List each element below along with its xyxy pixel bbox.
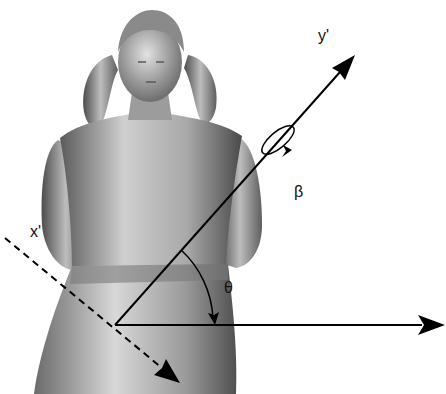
axis-label: x' <box>30 224 41 240</box>
angle-label: β <box>294 184 303 200</box>
girl-figure <box>34 10 262 394</box>
axis-label: y' <box>318 28 329 44</box>
axes <box>5 55 445 383</box>
angle-label: θ <box>224 280 233 296</box>
